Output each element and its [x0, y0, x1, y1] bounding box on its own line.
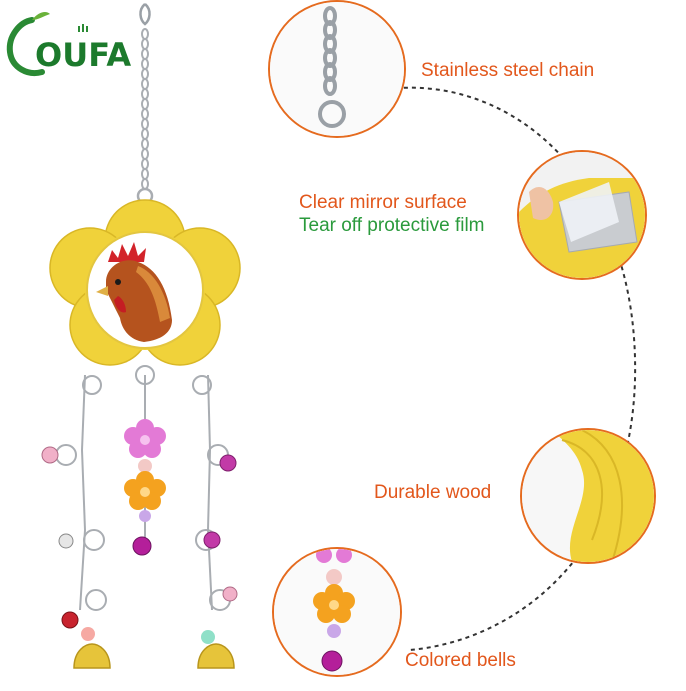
- chain-hook-icon: [139, 3, 151, 26]
- bells-callout: [272, 547, 402, 677]
- mirror-callout: [517, 150, 647, 280]
- mirror-film-closeup-icon: [519, 152, 645, 278]
- dotted-connector-arc: [379, 86, 637, 651]
- product-illustration: [41, 3, 241, 669]
- pink-bead: [138, 459, 152, 473]
- wood-callout: [520, 428, 656, 564]
- main-chain: [136, 28, 154, 205]
- label-bells: Colored bells: [405, 650, 516, 671]
- wood-grain-closeup-icon: [522, 430, 654, 562]
- label-mirror-film: Tear off protective film: [299, 215, 485, 236]
- brand-logo: OUFA: [2, 6, 131, 80]
- leaf-logo-icon: [6, 12, 88, 76]
- rooster-reflection: [96, 242, 172, 342]
- beads-bells-closeup-icon: [274, 549, 400, 675]
- label-wood: Durable wood: [374, 482, 492, 503]
- pink-flower-bead: [124, 419, 166, 458]
- logo-text: OUFA: [35, 36, 132, 74]
- bells: [41, 446, 238, 669]
- label-mirror: Clear mirror surface: [299, 192, 467, 213]
- lilac-bead: [139, 510, 151, 522]
- orange-flower-bead: [124, 471, 166, 510]
- chain-closeup-icon: [270, 2, 404, 136]
- label-chain: Stainless steel chain: [421, 60, 595, 81]
- chain-callout: [268, 0, 406, 138]
- flower-mirror-frame: [49, 199, 241, 366]
